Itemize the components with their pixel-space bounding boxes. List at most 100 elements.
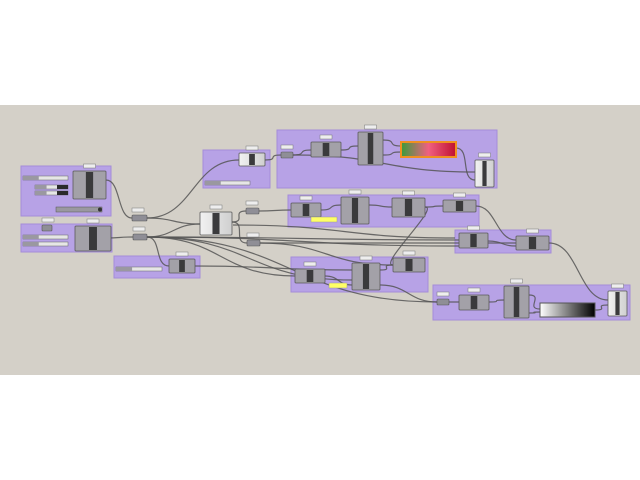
node-nickname-tag [453,192,466,198]
wire[interactable] [379,264,394,271]
component-body [482,161,487,186]
node-nickname-tag [510,278,523,284]
panel-yellow[interactable] [328,282,348,289]
node-nickname-tag [280,144,294,150]
node-nickname-tag [364,124,377,130]
node-nickname-tag [611,283,624,289]
wire[interactable] [594,304,609,311]
slider-label [35,185,47,189]
slider-label [35,191,47,195]
wire[interactable] [424,205,444,208]
node-nickname-tag [402,190,415,196]
parameter-node[interactable] [280,151,294,159]
component-body [249,154,255,165]
wire[interactable] [382,151,402,156]
parameter-node[interactable] [436,298,450,306]
wire[interactable] [194,265,353,271]
wire[interactable] [475,205,517,241]
slider-grip[interactable] [57,185,68,189]
node-nickname-tag [348,189,362,195]
node-nickname-tag [303,261,317,267]
wire[interactable] [382,139,402,147]
wire[interactable] [146,236,296,277]
slider-label [116,267,133,271]
parameter-node[interactable] [246,239,261,247]
node-nickname-tag [175,251,189,257]
parameter-node[interactable] [132,233,148,241]
component-body [405,259,413,271]
slider-grip[interactable] [57,191,68,195]
node-nickname-tag [246,232,260,238]
wire[interactable] [146,236,438,303]
wire[interactable] [232,224,456,239]
node-nickname-tag [299,195,313,201]
wire[interactable] [320,204,342,211]
component-body [322,143,330,156]
slider-label [205,181,221,185]
node-nickname-tag [467,287,481,293]
node-nickname-tag [83,163,96,169]
component-body [513,287,520,317]
slider-label [23,242,39,246]
node-nickname-tag [436,291,450,297]
component-body [455,201,464,211]
wire[interactable] [368,204,393,208]
node-nickname-tag [478,152,491,158]
node-nickname-tag [131,207,145,213]
node-nickname-tag [209,204,223,210]
component-body [212,213,220,234]
component-body [351,198,359,223]
wire[interactable] [548,242,609,301]
component-body [404,199,413,216]
node-nickname-tag [402,250,416,256]
component-body [85,172,94,198]
component-body [615,292,620,315]
wire[interactable] [324,275,353,286]
wire[interactable] [258,209,292,212]
slider-label [23,235,39,239]
slider-grip[interactable] [98,207,102,212]
wire[interactable] [146,159,240,219]
wire[interactable] [231,210,247,223]
component-body [179,260,185,272]
wire[interactable] [379,284,438,303]
wire[interactable] [146,236,170,267]
parameter-node[interactable] [131,214,148,222]
node-editor-canvas[interactable] [0,105,640,375]
node-nickname-tag [467,225,480,231]
wire[interactable] [528,311,541,314]
wire[interactable] [390,206,428,266]
wire[interactable] [455,147,476,181]
wire[interactable] [105,179,133,219]
wire[interactable] [487,240,517,247]
component-body [89,227,97,250]
wire[interactable] [231,221,248,244]
component-body [470,296,478,309]
panel-yellow[interactable] [310,216,338,223]
component-group[interactable] [276,129,498,189]
wire[interactable] [488,299,505,303]
node-nickname-tag [526,228,539,234]
node-nickname-tag [319,134,333,140]
component-body [362,264,370,289]
gradient-control[interactable] [539,302,596,318]
node-nickname-tag [245,145,259,151]
wire[interactable] [528,294,541,310]
component-body [302,204,310,216]
wire[interactable] [340,145,359,151]
wires-layer [105,139,609,314]
nodes-layer [22,124,628,319]
wire[interactable] [146,236,460,247]
node-nickname-tag [86,218,100,224]
parameter-node[interactable] [245,207,260,215]
long-slider[interactable] [55,206,103,213]
component-body [367,133,374,164]
gradient-control[interactable] [400,141,457,158]
wire[interactable] [264,154,282,161]
component-body [470,234,477,247]
node-nickname-tag [132,226,146,232]
node-nickname-tag [359,255,373,261]
slider-label [23,176,39,180]
parameter-node[interactable] [41,224,53,232]
node-nickname-tag [245,200,259,206]
